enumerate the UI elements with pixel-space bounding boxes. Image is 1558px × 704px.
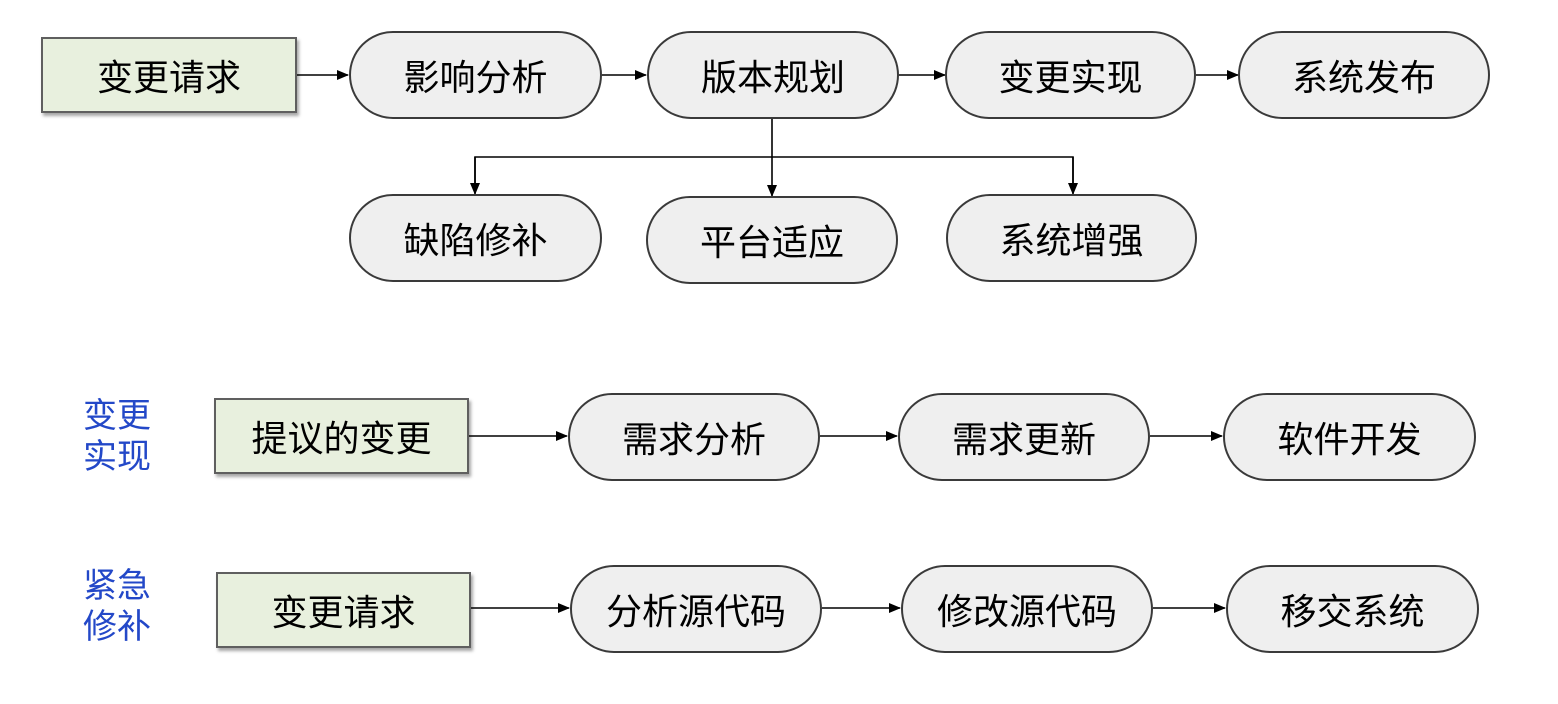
node-emergency-change-request: 变更请求	[216, 572, 471, 648]
node-system-enhancement: 系统增强	[946, 194, 1197, 282]
node-release-planning: 版本规划	[647, 31, 899, 119]
label-change-implementation: 变更 实现	[72, 396, 162, 478]
label-emergency-repair: 紧急 修补	[72, 566, 162, 648]
node-deliver-system: 移交系统	[1226, 565, 1479, 653]
node-analyze-source-code: 分析源代码	[570, 565, 822, 653]
node-change-implementation: 变更实现	[945, 31, 1196, 119]
label-line-2: 修补	[83, 607, 151, 647]
node-fault-repair: 缺陷修补	[349, 194, 602, 282]
node-system-release: 系统发布	[1238, 31, 1490, 119]
connector-planning-branches	[474, 156, 1074, 193]
node-proposed-change: 提议的变更	[214, 398, 469, 474]
node-requirements-update: 需求更新	[898, 393, 1150, 481]
node-impact-analysis: 影响分析	[349, 31, 602, 119]
node-modify-source-code: 修改源代码	[901, 565, 1153, 653]
node-requirements-analysis: 需求分析	[568, 393, 820, 481]
node-platform-adaptation: 平台适应	[646, 196, 898, 284]
node-change-request: 变更请求	[41, 37, 297, 113]
label-line-1: 紧急	[83, 566, 151, 606]
label-line-2: 实现	[83, 437, 151, 477]
node-software-development: 软件开发	[1223, 393, 1476, 481]
label-line-1: 变更	[83, 396, 151, 436]
